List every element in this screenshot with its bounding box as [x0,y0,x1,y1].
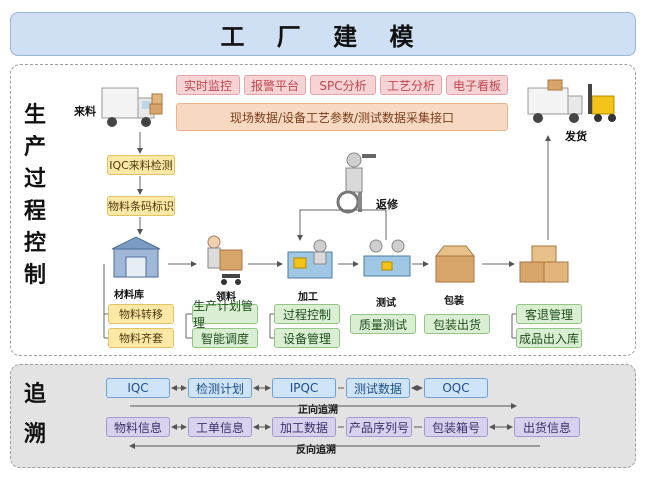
page-title: 工 厂 建 模 [10,12,636,56]
warehouse-icon [108,235,164,285]
trace-material-info[interactable]: 物料信息 [106,417,170,437]
trace-work-order-info[interactable]: 工单信息 [188,417,252,437]
side-char: 溯 [23,422,46,447]
packing-shipping[interactable]: 包装出货 [424,314,490,334]
trace-side-title: 追 溯 [20,375,50,455]
trace-test-data[interactable]: 测试数据 [346,378,410,398]
side-char: 过 [23,167,46,192]
chip-e-board[interactable]: 电子看板 [446,75,508,95]
side-char: 程 [23,199,46,224]
material-barcode[interactable]: 物料条码标识 [107,196,175,216]
reverse-trace-label: 反向追溯 [296,445,336,456]
finished-goods-io[interactable]: 成品出入库 [516,328,582,348]
testing-station-icon [362,238,412,288]
material-transfer[interactable]: 物料转移 [108,304,174,324]
picking-worker-icon [200,234,246,290]
trace-processing-data[interactable]: 加工数据 [272,417,336,437]
forward-trace-label: 正向追溯 [298,405,338,416]
shipping-label: 发货 [565,130,587,143]
trace-package-box-no[interactable]: 包装箱号 [424,417,488,437]
process-control[interactable]: 过程控制 [274,304,340,324]
repair-worker-icon [334,150,380,220]
trace-oqc[interactable]: OQC [424,378,488,398]
chip-realtime-monitor[interactable]: 实时监控 [176,75,240,95]
chip-process-analysis[interactable]: 工艺分析 [380,75,442,95]
stage-label-picking: 领料 [216,292,236,303]
return-management[interactable]: 客退管理 [516,304,582,324]
trace-iqc[interactable]: IQC [106,378,170,398]
data-collection-bar: 现场数据/设备工艺参数/测试数据采集接口 [176,103,508,131]
trace-inspection-plan[interactable]: 检测计划 [188,378,252,398]
chip-alarm-platform[interactable]: 报警平台 [244,75,306,95]
side-char: 追 [23,382,46,407]
quality-testing[interactable]: 质量测试 [350,314,416,334]
incoming-label: 来料 [74,105,96,118]
processing-machine-icon [286,238,336,288]
stage-label-processing: 加工 [298,292,318,303]
goods-stack-icon [518,244,578,290]
side-char: 控 [23,231,46,256]
iqc-incoming-inspection[interactable]: IQC来料检测 [107,155,175,175]
package-box-icon [430,244,480,288]
chip-spc-analysis[interactable]: SPC分析 [310,75,376,95]
side-char: 产 [23,135,46,160]
stage-label-warehouse: 材料库 [114,290,144,301]
delivery-truck-icon [100,82,166,138]
stage-label-packing: 包装 [444,296,464,307]
smart-scheduling[interactable]: 智能调度 [192,328,258,348]
stage-label-testing: 测试 [376,298,396,309]
production-side-title: 生 产 过 程 控 制 [20,100,50,292]
repair-label: 返修 [376,198,398,211]
trace-serial-number[interactable]: 产品序列号 [346,417,412,437]
equipment-management[interactable]: 设备管理 [274,328,340,348]
side-char: 生 [23,103,46,128]
material-kitting[interactable]: 物料齐套 [108,328,174,348]
side-char: 制 [23,263,46,288]
shipping-truck-icon [526,78,626,134]
trace-ipqc[interactable]: IPQC [272,378,336,398]
trace-shipping-info[interactable]: 出货信息 [514,417,580,437]
